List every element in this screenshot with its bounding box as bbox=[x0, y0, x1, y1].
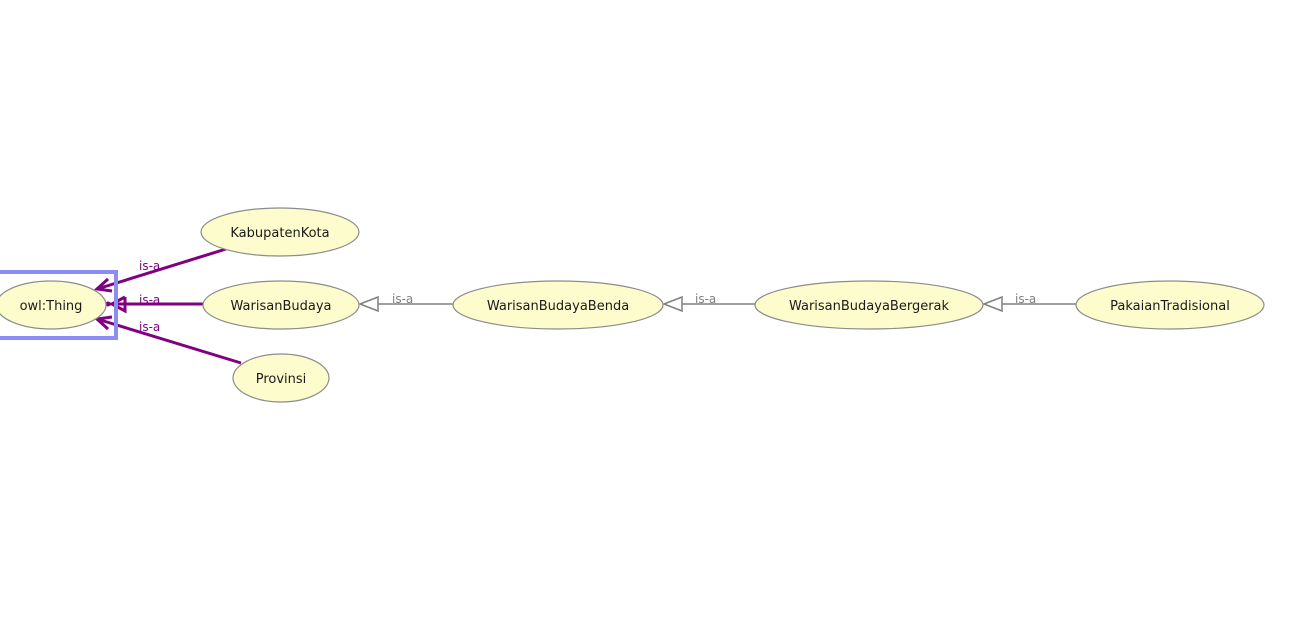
edge-label: is-a bbox=[139, 320, 160, 334]
node-warisanbudayabenda[interactable]: WarisanBudayaBenda bbox=[452, 280, 664, 330]
edge-warisanbudaya-to-thing[interactable]: is-a bbox=[105, 293, 204, 314]
edge-label: is-a bbox=[695, 292, 716, 306]
node-label: WarisanBudayaBergerak bbox=[789, 299, 950, 314]
selection-highlight-box bbox=[0, 270, 118, 340]
edge-label: is-a bbox=[1015, 292, 1036, 306]
edge-label: is-a bbox=[392, 292, 413, 306]
node-kabupatenkota[interactable]: KabupatenKota bbox=[200, 207, 360, 257]
edge-warisanbudayabenda-to-warisanbudaya[interactable]: is-a bbox=[357, 292, 454, 313]
node-provinsi[interactable]: Provinsi bbox=[232, 353, 330, 403]
edge-pakaiantradisional-to-warisanbudayabergerak[interactable]: is-a bbox=[981, 292, 1077, 313]
edge-provinsi-to-thing[interactable]: is-a bbox=[93, 315, 242, 365]
node-label: owl:Thing bbox=[20, 299, 83, 314]
node-label: PakaianTradisional bbox=[1110, 299, 1230, 314]
node-warisanbudayabergerak[interactable]: WarisanBudayaBergerak bbox=[754, 280, 984, 330]
node-pakaiantradisional[interactable]: PakaianTradisional bbox=[1075, 280, 1265, 330]
node-label: WarisanBudaya bbox=[231, 299, 332, 314]
edge-kabupatenkota-to-thing[interactable]: is-a bbox=[93, 247, 227, 293]
edge-label: is-a bbox=[139, 293, 160, 307]
node-label: Provinsi bbox=[256, 372, 307, 387]
edge-warisanbudayabergerak-to-warisanbudayabenda[interactable]: is-a bbox=[661, 292, 757, 313]
edge-label: is-a bbox=[139, 259, 160, 273]
node-warisanbudaya[interactable]: WarisanBudaya bbox=[202, 280, 360, 330]
node-label: WarisanBudayaBenda bbox=[487, 299, 629, 314]
node-label: KabupatenKota bbox=[230, 226, 329, 241]
node-owl-thing[interactable]: owl:Thing bbox=[0, 280, 107, 330]
